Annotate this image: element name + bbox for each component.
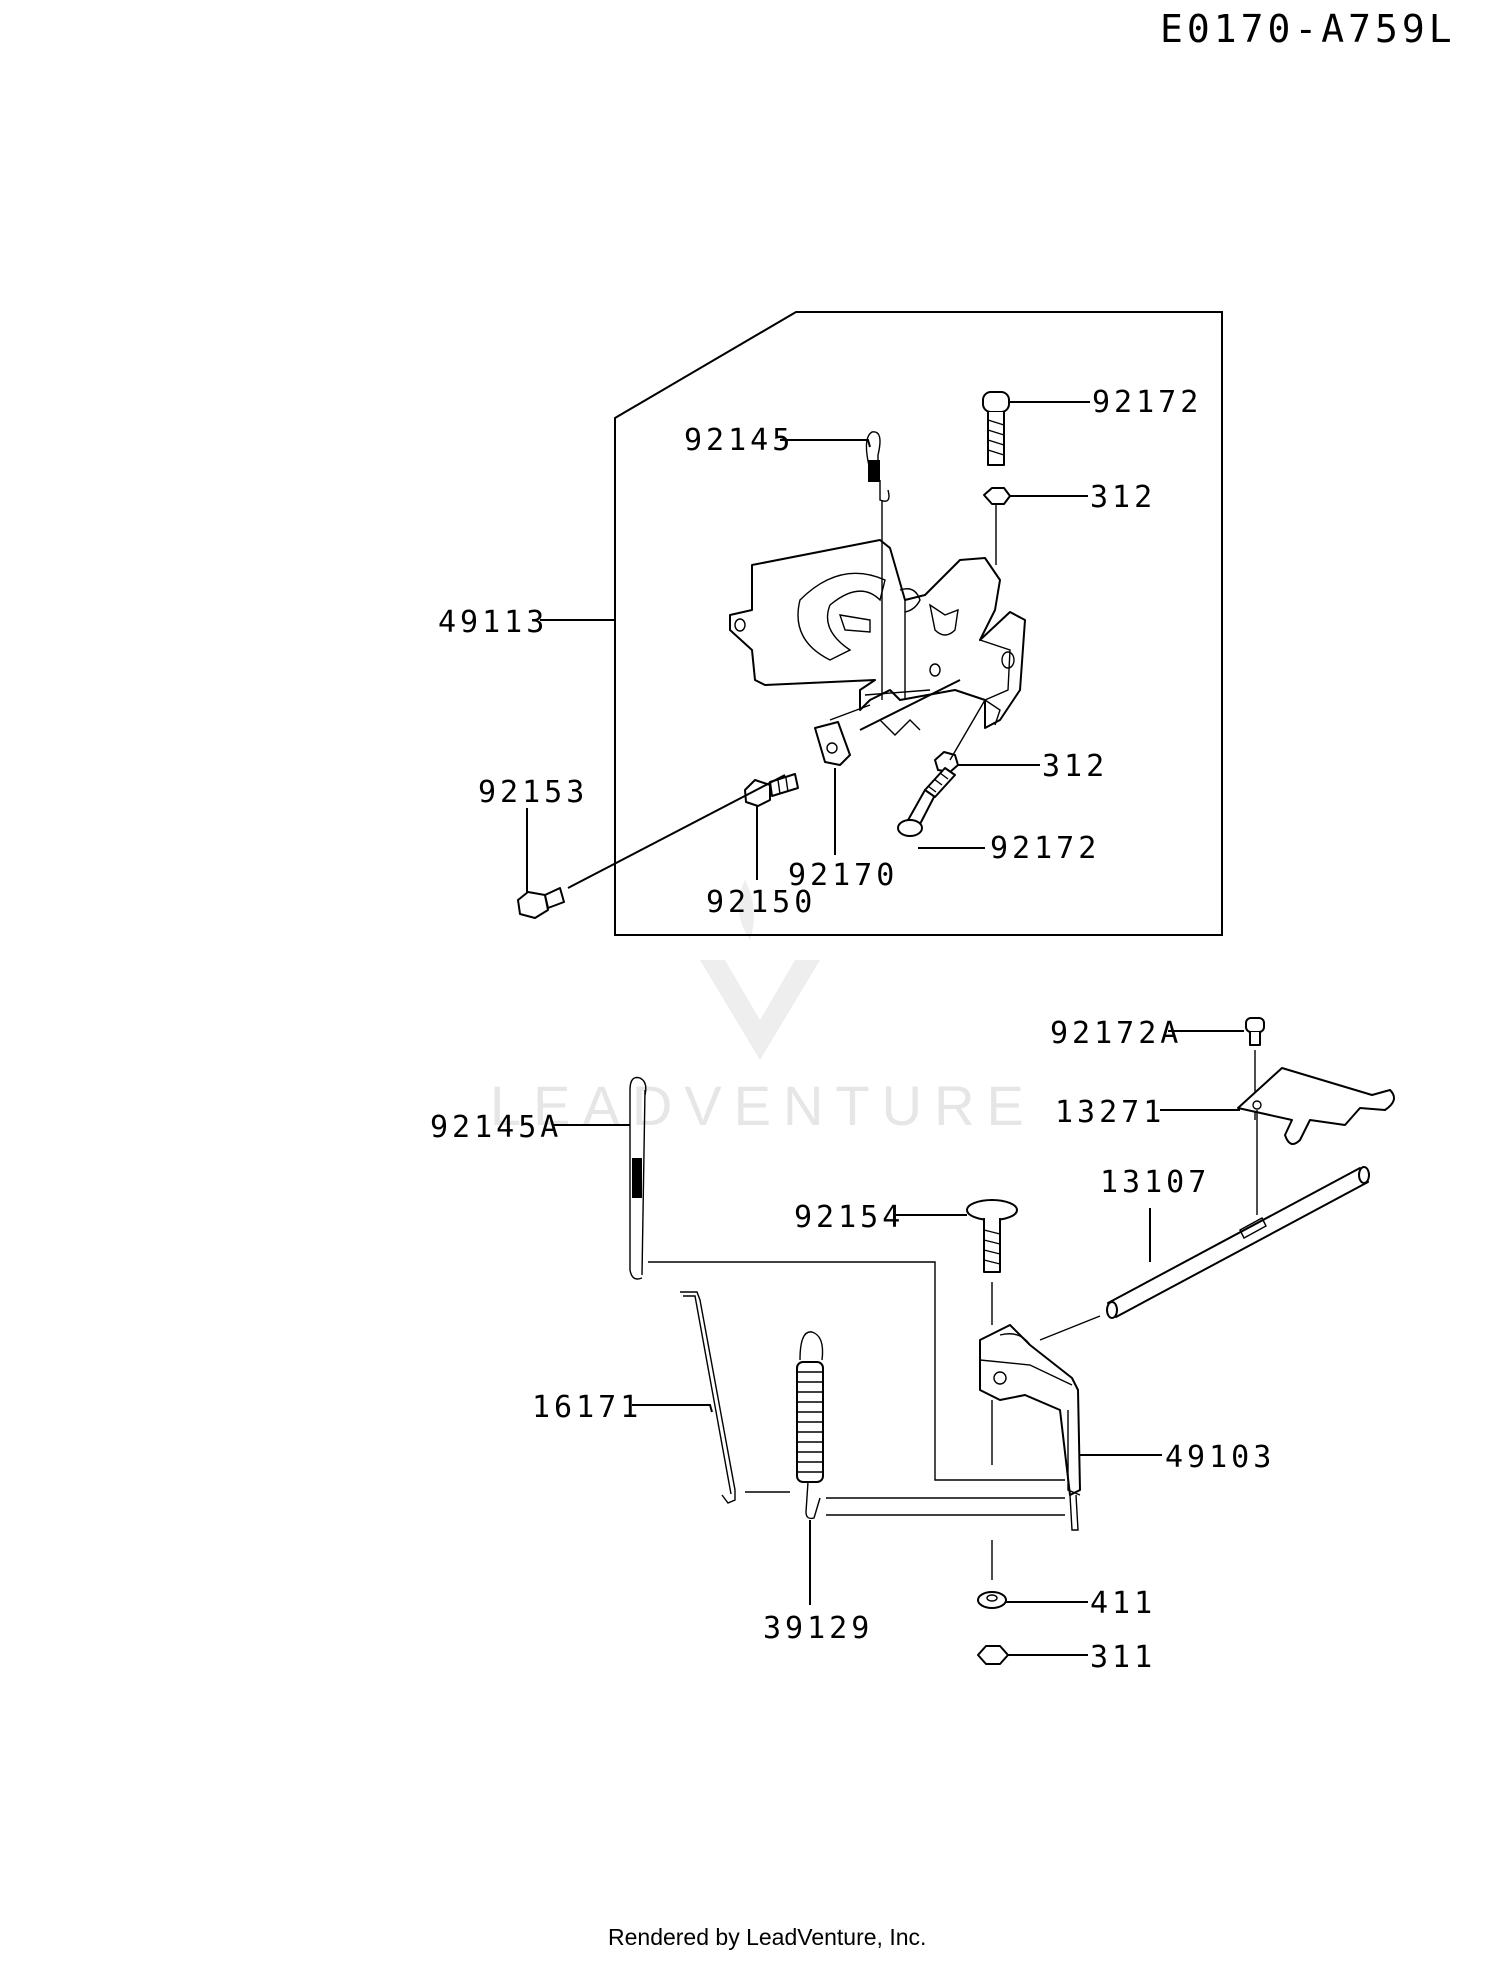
label-92172-top: 92172: [1092, 385, 1202, 420]
bolt-92150: [744, 773, 799, 807]
plate-13271: [1237, 1067, 1395, 1215]
diagram-code: E0170-A759L: [1160, 7, 1456, 51]
clip-92170: [814, 721, 851, 766]
control-bracket-49113: [729, 539, 1026, 736]
nut-311: [977, 1645, 1009, 1665]
spring-92145: [865, 431, 890, 700]
bolt-92154: [966, 1199, 1018, 1325]
label-312-bottom: 312: [1042, 749, 1108, 784]
label-13107: 13107: [1100, 1165, 1210, 1200]
label-92150: 92150: [706, 885, 816, 920]
label-411: 411: [1090, 1586, 1156, 1621]
washer-411: [977, 1540, 1007, 1609]
upper-assembly-frame: [614, 311, 1223, 936]
nut-312-bottom: [934, 699, 986, 773]
label-39129: 39129: [763, 1611, 873, 1646]
label-92153: 92153: [478, 775, 588, 810]
label-92154: 92154: [794, 1200, 904, 1235]
upper-leaders: [526, 401, 1090, 892]
rod-16171: [680, 1291, 790, 1504]
label-16171: 16171: [532, 1390, 642, 1425]
label-13271: 13271: [1055, 1095, 1165, 1130]
footer-credit: Rendered by LeadVenture, Inc.: [608, 1924, 926, 1950]
label-49103: 49103: [1165, 1440, 1275, 1475]
shaft-13107: [1106, 1166, 1370, 1319]
screw-92172-bottom: [897, 767, 956, 837]
label-312-top: 312: [1090, 480, 1156, 515]
label-49113: 49113: [438, 605, 548, 640]
label-92170: 92170: [788, 858, 898, 893]
upper-axis-line: [567, 679, 961, 889]
watermark-text: LEADVENTURE: [490, 1074, 1036, 1137]
label-92145: 92145: [684, 423, 794, 458]
label-92172A: 92172A: [1050, 1016, 1182, 1051]
label-311: 311: [1090, 1640, 1156, 1675]
lower-leaders: [552, 1030, 1244, 1656]
spring-92145A: [629, 1076, 1065, 1481]
label-92145A: 92145A: [430, 1110, 562, 1145]
label-92172-bottom: 92172: [990, 831, 1100, 866]
lever-49103: [979, 1315, 1101, 1531]
nut-312-top: [983, 487, 1011, 565]
screw-92172-top: [982, 391, 1010, 466]
spring-39129: [796, 1331, 1065, 1520]
bolt-92153: [517, 887, 565, 919]
leadventure-watermark: LEADVENTURE: [490, 880, 1036, 1137]
